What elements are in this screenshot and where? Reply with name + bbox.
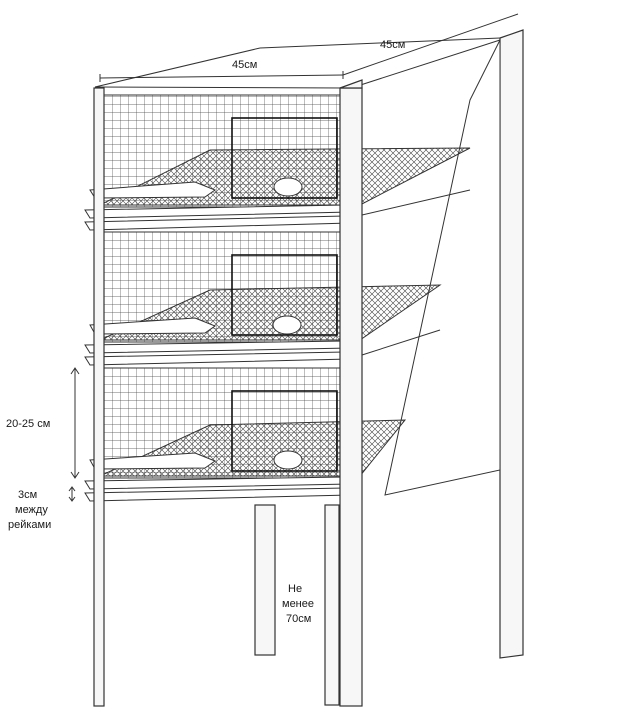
tier-3 [84,367,407,502]
label-slat-gap-2: между [15,504,48,516]
label-width-front: 45см [232,59,257,71]
water-bowl [273,450,303,470]
tier-2 [84,231,442,366]
front-left-post [93,87,105,707]
tier-1 [84,94,471,231]
label-slat-gap-3: рейками [8,519,51,531]
label-width-side: 45см [380,39,405,51]
inner-compartment [231,390,338,472]
inner-compartment [231,254,338,336]
water-bowl [272,315,302,335]
inner-compartment [231,117,338,199]
front-frame [93,79,471,707]
rear-middle-leg [324,504,340,706]
label-tier-height: 20-25 см [6,418,50,430]
label-leg-height-3: 70см [286,613,311,625]
back-frame [94,29,524,659]
dimension-lines [68,13,519,705]
side-diagonal-panel [384,39,501,496]
rear-left-leg [254,504,276,656]
label-leg-height-1: Не [288,583,302,595]
label-leg-height-2: менее [282,598,314,610]
water-bowl [273,177,303,197]
label-slat-gap-1: 3см [18,489,37,501]
front-right-post [339,87,363,707]
